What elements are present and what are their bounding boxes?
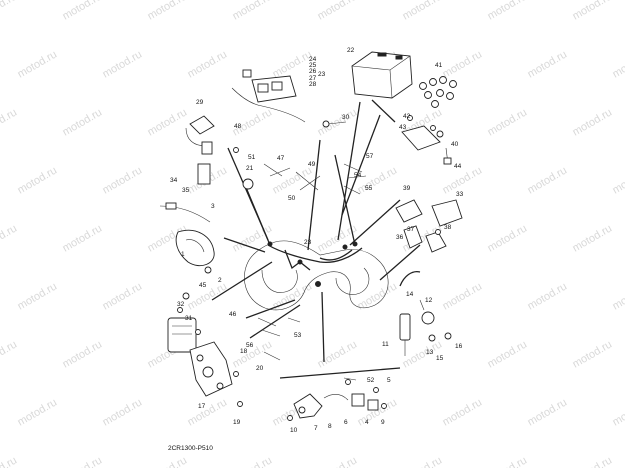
callout-11: 11 [382,341,389,348]
callout-19: 19 [233,419,241,426]
bottom-components [287,377,387,421]
callout-13: 13 [426,349,434,356]
left-connectors [159,115,215,274]
diagram-code: 2CR1300-P510 [168,445,213,452]
callout-35: 35 [182,187,190,194]
callout-24: 24 [309,56,317,63]
callout-54: 54 [354,172,362,179]
callout-21: 21 [246,165,254,172]
fuse-cluster [401,76,457,165]
callout-57: 57 [366,153,374,160]
callout-20: 20 [256,365,264,372]
callout-12: 12 [425,297,433,304]
fuse-box [231,69,306,123]
callout-15: 15 [436,355,444,362]
callout-30: 30 [342,114,350,121]
callout-48: 48 [234,123,242,130]
callout-50: 50 [288,195,296,202]
callout-17: 17 [198,403,206,410]
callout-25: 25 [309,62,317,69]
callout-44: 44 [454,163,462,170]
callout-41: 41 [435,62,443,69]
callout-4: 4 [365,419,369,426]
callout-6: 6 [344,419,348,426]
callout-36: 36 [396,234,404,241]
callout-33: 33 [456,191,464,198]
callout-42: 42 [403,113,411,120]
callout-55: 55 [365,185,373,192]
callout-40: 40 [451,141,459,148]
callout-45: 45 [199,282,207,289]
callout-56: 56 [246,342,254,349]
callout-28: 28 [309,81,317,88]
callout-3: 3 [211,203,215,210]
callout-18: 18 [240,348,248,355]
callout-27: 27 [309,75,317,82]
callout-53: 53 [294,332,302,339]
harness-clips [177,115,413,361]
callout-23: 23 [318,71,326,78]
callout-26: 26 [309,68,317,75]
frame-outline [244,240,389,311]
callout-32: 32 [177,301,185,308]
callout-14: 14 [406,291,414,298]
callout-1: 1 [181,251,185,258]
callout-46: 46 [229,311,237,318]
callout-51: 51 [248,154,256,161]
callout-10: 10 [290,427,298,434]
callout-22: 22 [347,47,355,54]
callout-29: 29 [196,99,204,106]
callout-16: 16 [455,343,463,350]
leader-lines [211,99,421,379]
callout-2: 2 [218,277,222,284]
callout-34: 34 [170,177,178,184]
callout-8: 8 [328,423,332,430]
callout-7: 7 [314,425,318,432]
callout-52: 52 [367,377,375,384]
right-components [395,199,463,356]
callout-39: 39 [403,185,411,192]
callout-31: 31 [185,315,193,322]
callout-5: 5 [387,377,391,384]
ecu-assembly [167,317,243,407]
callout-38: 38 [444,224,452,231]
callout-23: 23 [304,239,312,246]
callout-43: 43 [399,124,407,131]
battery [351,51,413,99]
callout-47: 47 [277,155,285,162]
callout-49: 49 [308,161,316,168]
callout-37: 37 [407,226,415,233]
callout-9: 9 [381,419,385,426]
